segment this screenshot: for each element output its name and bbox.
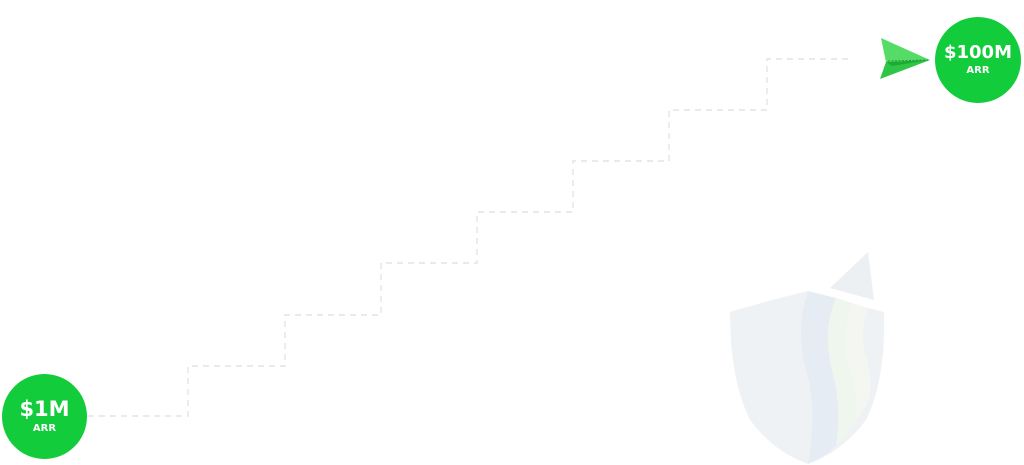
end-milestone-amount: $100M: [943, 42, 1012, 63]
shield-stripe-3: [845, 303, 871, 420]
start-milestone-unit: ARR: [32, 423, 57, 434]
staircase-line: [88, 58, 848, 417]
end-milestone-badge: $100M ARR: [935, 17, 1021, 103]
plane-crease: [887, 59, 929, 62]
shield-stripe-1: [800, 291, 839, 464]
plane-top-wing: [881, 38, 930, 62]
start-milestone-badge: $1M ARR: [2, 374, 87, 459]
start-milestone-amount: $1M: [19, 397, 70, 421]
shield-stripe-2: [827, 298, 857, 446]
shield-arrow-tip: [830, 252, 874, 300]
end-milestone-unit: ARR: [966, 65, 990, 76]
plane-fold: [886, 60, 930, 66]
